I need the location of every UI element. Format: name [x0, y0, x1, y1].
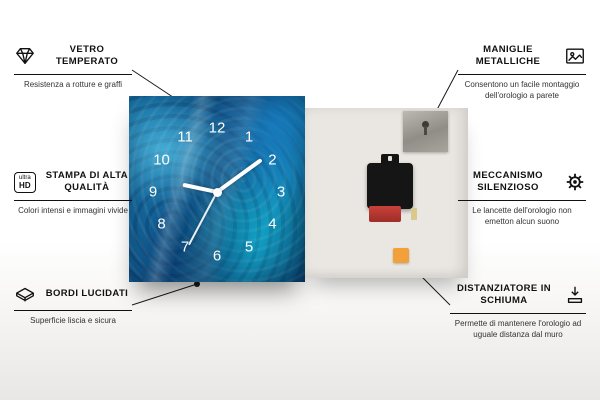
callout-description: Consentono un facile montaggio dell'orol… — [464, 79, 580, 100]
callout-title: MECCANISMO SILENZIOSO — [473, 170, 543, 194]
callout-header: MECCANISMO SILENZIOSO — [458, 170, 586, 201]
callout-description: Resistenza a rotture e graffi — [23, 79, 123, 89]
callout-maniglie-metalliche: MANIGLIE METALLICHE Consentono un facile… — [458, 44, 586, 101]
spacer-icon — [564, 284, 586, 306]
callout-header: MANIGLIE METALLICHE — [458, 44, 586, 75]
mechanism-hook — [381, 154, 399, 164]
diamond-icon — [14, 45, 36, 67]
callout-header: DISTANZIATORE IN SCHIUMA — [450, 283, 586, 314]
ultra-hd-icon: ultra HD — [14, 171, 36, 193]
callout-title: MANIGLIE METALLICHE — [475, 44, 541, 68]
mechanism-hook-hole — [388, 156, 392, 161]
clock-number: 9 — [148, 183, 158, 201]
clock-number: 12 — [208, 119, 226, 137]
clock-number: 1 — [244, 128, 254, 146]
callout-vetro-temperato: VETRO TEMPERATO Resistenza a rotture e g… — [14, 44, 132, 90]
clock-number: 10 — [153, 151, 170, 169]
clock-number: 3 — [276, 183, 286, 201]
gear-icon — [564, 171, 586, 193]
callout-title: STAMPA DI ALTA QUALITÀ — [45, 170, 128, 194]
callout-title: VETRO TEMPERATO — [55, 44, 119, 68]
clock-number: 7 — [180, 238, 190, 256]
callout-header: ultra HD STAMPA DI ALTA QUALITÀ — [14, 170, 132, 201]
callout-header: BORDI LUCIDATI — [14, 283, 132, 311]
clock-back-panel — [305, 108, 468, 278]
foam-spacer — [393, 248, 409, 263]
callout-bordi-lucidati: BORDI LUCIDATI Superficie liscia e sicur… — [14, 283, 132, 326]
callout-title: BORDI LUCIDATI — [45, 287, 129, 299]
callout-description: Permette di mantenere l'orologio ad ugua… — [454, 318, 582, 339]
second-hand — [187, 191, 218, 246]
hanger-slot — [424, 126, 427, 135]
callout-description: Superficie liscia e sicura — [30, 316, 116, 325]
clock-number: 4 — [268, 215, 277, 233]
callout-distanziatore-schiuma: DISTANZIATORE IN SCHIUMA Permette di man… — [450, 283, 586, 340]
callout-meccanismo-silenzioso: MECCANISMO SILENZIOSO Le lancette dell'o… — [458, 170, 586, 227]
callout-description: Colori intensi e immagini vivide — [18, 205, 128, 215]
callout-header: VETRO TEMPERATO — [14, 44, 132, 75]
hanger-hole — [422, 121, 429, 128]
battery-contact — [411, 208, 417, 220]
metal-hanger-plate — [403, 111, 448, 152]
picture-frame-icon — [564, 45, 586, 67]
clock-number: 11 — [177, 128, 193, 146]
clock-number: 2 — [268, 151, 277, 169]
polished-edge-icon — [14, 283, 36, 305]
clock-mechanism — [367, 154, 417, 222]
badge-text-hd: HD — [19, 180, 31, 190]
badge-text-ultra: ultra — [19, 174, 31, 181]
callout-title: DISTANZIATORE IN SCHIUMA — [456, 283, 551, 307]
minute-hand — [215, 158, 263, 194]
clock-number: 5 — [244, 238, 254, 256]
clock-number: 6 — [212, 247, 222, 265]
clock-center-cap — [213, 188, 222, 197]
battery — [369, 206, 401, 222]
callout-description: Le lancette dell'orologio non emetton al… — [472, 205, 572, 226]
clock-number: 8 — [157, 215, 166, 233]
callout-stampa-alta-qualita: ultra HD STAMPA DI ALTA QUALITÀ Colori i… — [14, 170, 132, 216]
